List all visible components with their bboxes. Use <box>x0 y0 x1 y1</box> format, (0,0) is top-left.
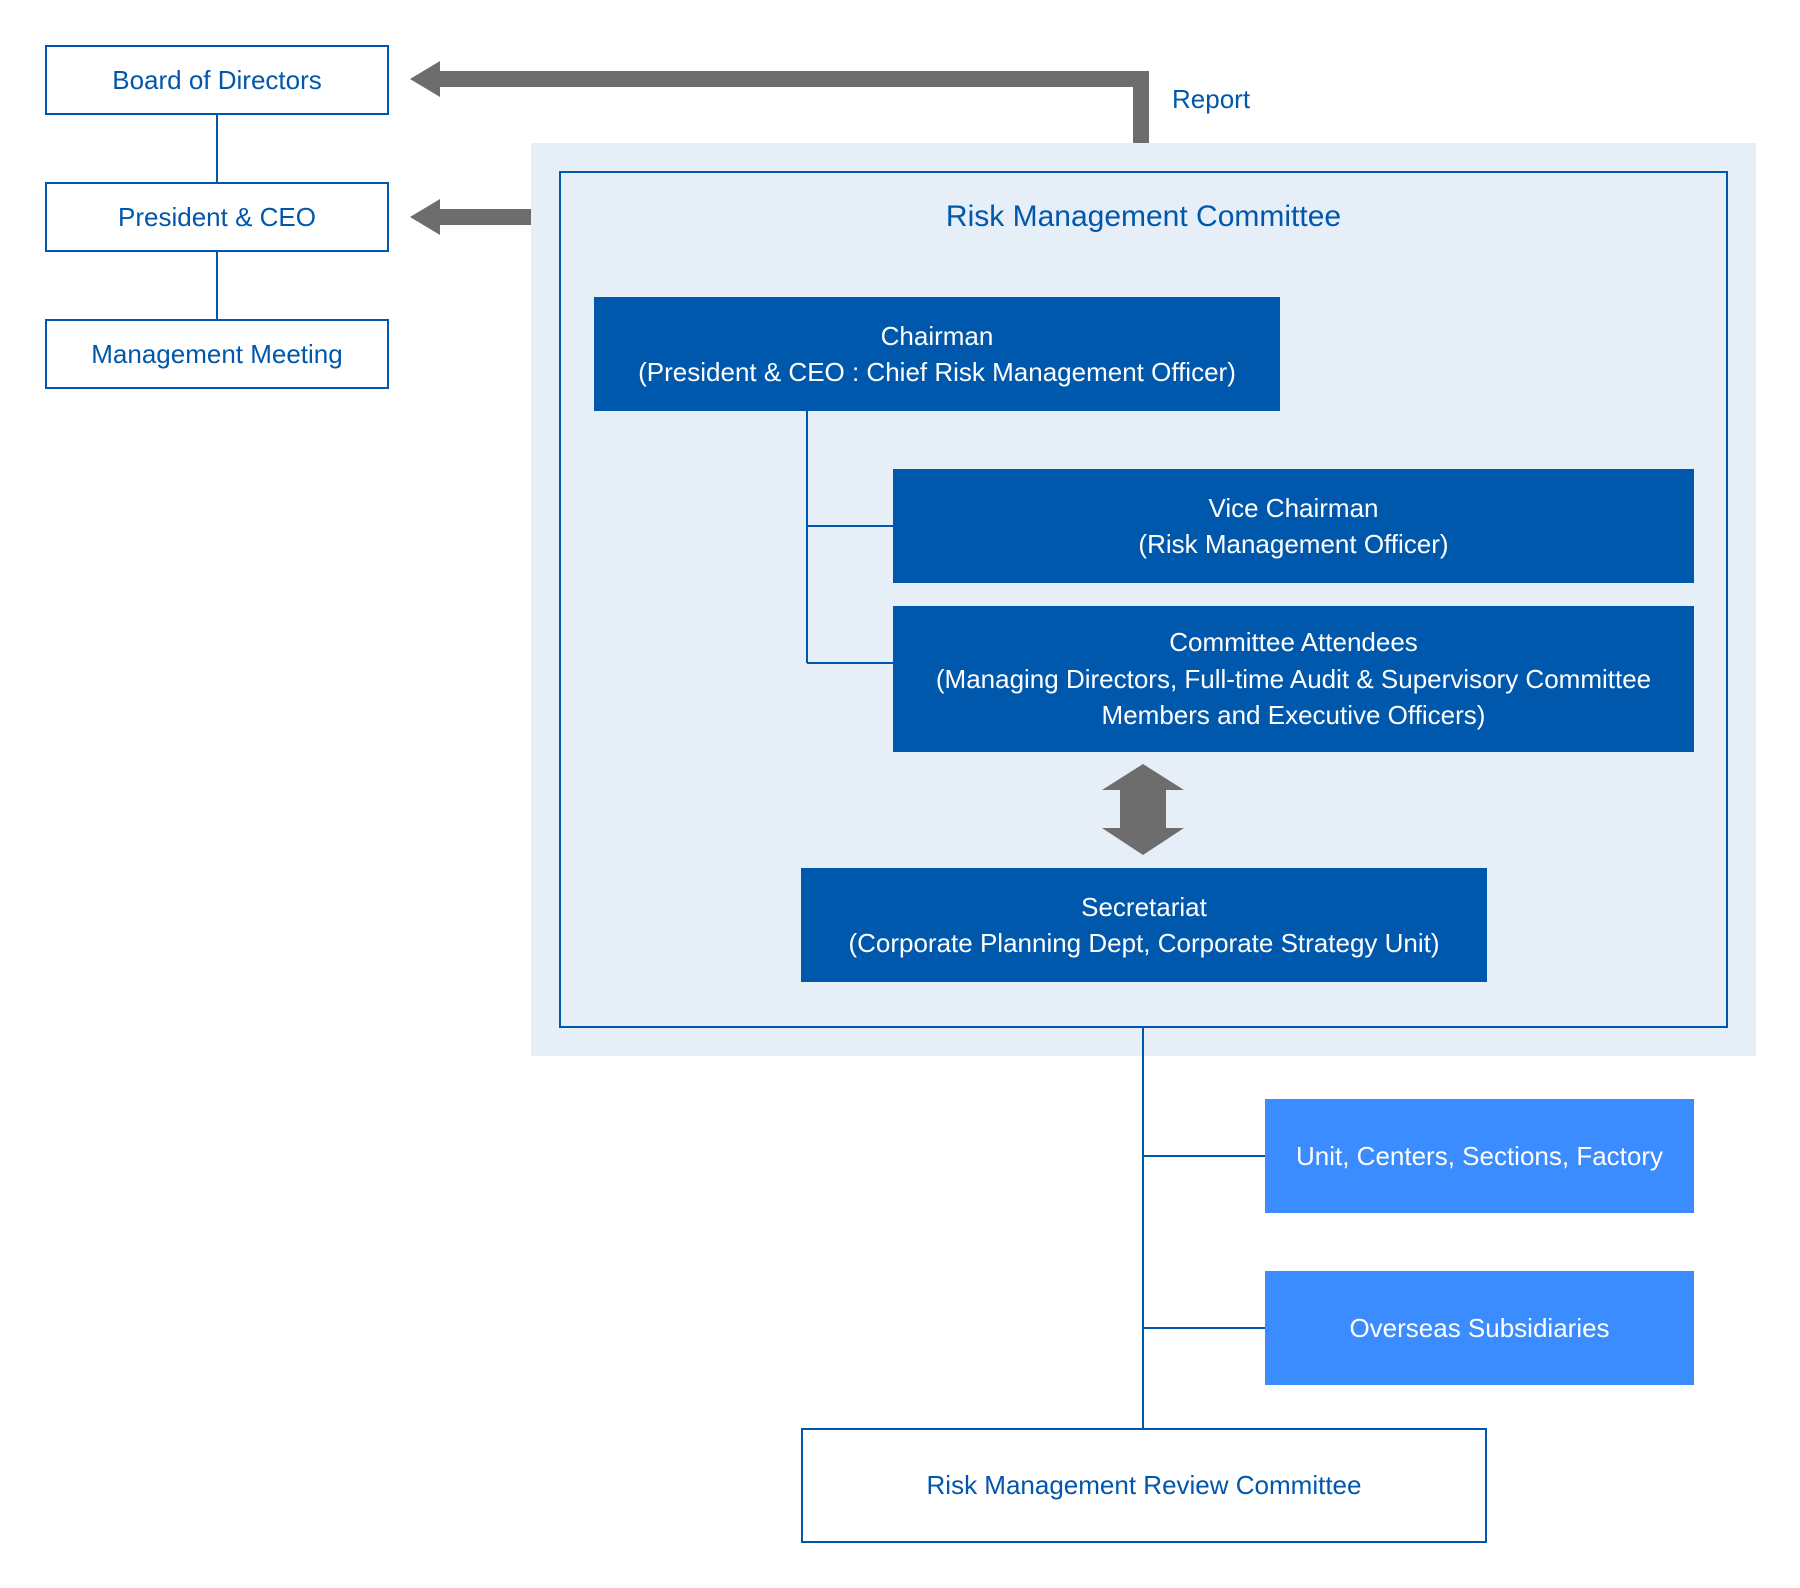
vice-chairman-box: Vice Chairman (Risk Management Officer) <box>893 469 1694 583</box>
committee-title: Risk Management Committee <box>945 200 1342 233</box>
overseas-subsidiaries-box: Overseas Subsidiaries <box>1265 1271 1694 1385</box>
secretariat-detail: (Corporate Planning Dept, Corporate Stra… <box>848 928 1440 958</box>
secretariat-title: Secretariat <box>1081 891 1207 922</box>
vice-chairman-detail: (Risk Management Officer) <box>1138 529 1449 559</box>
secretariat-box: Secretariat (Corporate Planning Dept, Co… <box>801 868 1487 982</box>
attendees-title: Committee Attendees <box>1169 627 1418 658</box>
chairman-detail: (President & CEO : Chief Risk Management… <box>638 357 1236 387</box>
attendees-detail-line1: (Managing Directors, Full-time Audit & S… <box>935 663 1652 694</box>
review-committee-box: Risk Management Review Committee <box>801 1428 1487 1543</box>
management-meeting-label: Management Meeting <box>91 338 343 369</box>
chairman-box: Chairman (President & CEO : Chief Risk M… <box>594 297 1280 411</box>
chairman-title: Chairman <box>880 320 994 351</box>
vice-chairman-title: Vice Chairman <box>1208 492 1379 523</box>
president-ceo-box: President & CEO <box>45 182 389 252</box>
management-meeting-box: Management Meeting <box>45 319 389 389</box>
units-box: Unit, Centers, Sections, Factory <box>1265 1099 1694 1213</box>
president-label: President & CEO <box>118 201 316 232</box>
committee-attendees-box: Committee Attendees (Managing Directors,… <box>893 606 1694 752</box>
committee-frame <box>559 171 1728 1028</box>
double-arrow <box>1102 764 1184 855</box>
overseas-label: Overseas Subsidiaries <box>1349 1312 1610 1343</box>
report-label: Report <box>1172 84 1251 114</box>
board-of-directors-box: Board of Directors <box>45 45 389 115</box>
president-arrow <box>410 199 531 235</box>
attendees-detail-line2: Members and Executive Officers) <box>1101 700 1486 731</box>
report-arrow <box>410 61 1149 143</box>
review-committee-label: Risk Management Review Committee <box>926 1470 1362 1501</box>
board-label: Board of Directors <box>112 64 322 95</box>
units-label: Unit, Centers, Sections, Factory <box>1295 1140 1664 1171</box>
